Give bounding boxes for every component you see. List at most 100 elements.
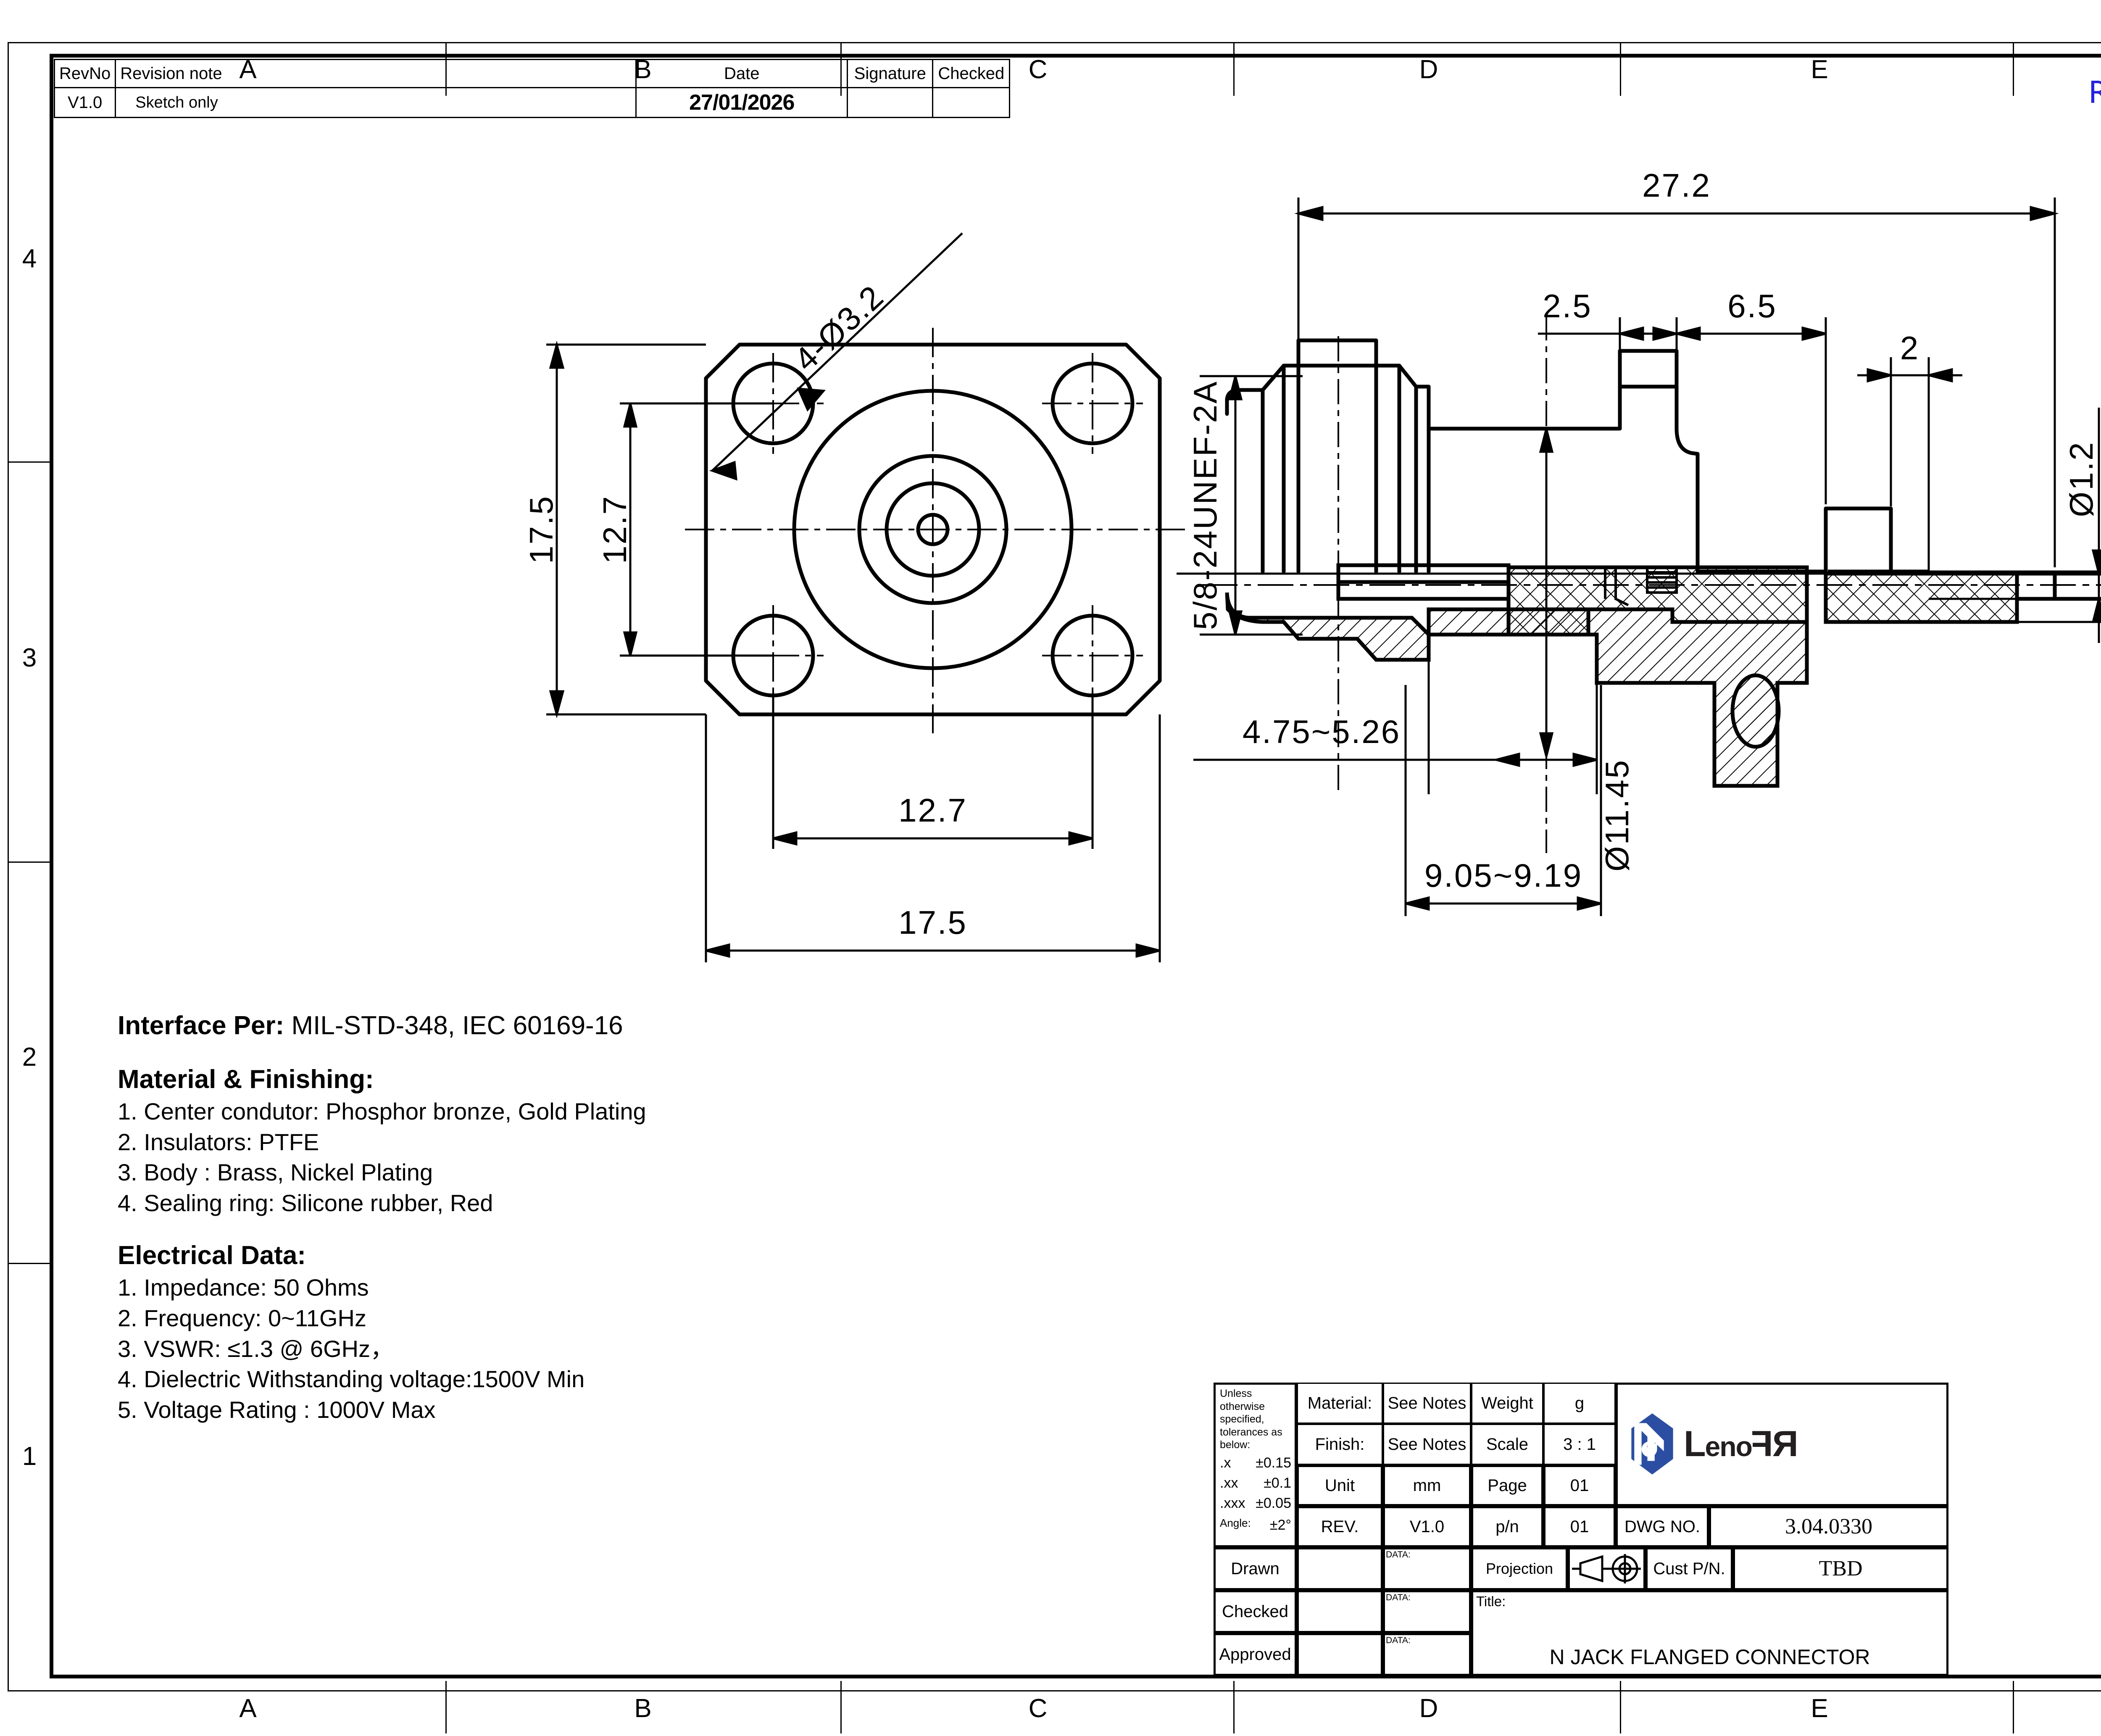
dim-9-05-9-19-text: 9.05~9.19 <box>1424 857 1582 894</box>
tolerance-key-xx: .xx <box>1220 1475 1238 1491</box>
material-item-3: 3. Body : Brass, Nickel Plating <box>118 1159 433 1186</box>
title-value-text: N JACK FLANGED CONNECTOR <box>1549 1645 1870 1669</box>
approved-data-label: DATA: <box>1386 1636 1411 1645</box>
logo-cell <box>1616 1383 1948 1506</box>
sheet-border-inner <box>50 54 2101 1678</box>
electrical-heading: Electrical Data: <box>118 1241 306 1270</box>
weight-value-cell: g <box>1543 1383 1616 1424</box>
material-item-2: 2. Insulators: PTFE <box>118 1128 319 1155</box>
zone-label-top-D: D <box>1419 55 1438 84</box>
page-label-cell: Page <box>1471 1465 1543 1506</box>
tolerance-row-xxx: .xxx ±0.05 <box>1220 1495 1291 1512</box>
tolerance-value-x: ±0.15 <box>1256 1454 1291 1471</box>
revision-table-row: V1.0 Sketch only 27/01/2026 <box>53 87 1011 118</box>
sheet-border-outer <box>8 42 2101 1691</box>
zone-label-top-E: E <box>1811 55 1828 84</box>
zone-label-bottom-D: D <box>1419 1694 1438 1723</box>
zone-label-bottom-C: C <box>1028 1694 1048 1723</box>
zone-label-bottom-B: B <box>634 1694 652 1723</box>
approved-label-cell: Approved <box>1214 1633 1297 1676</box>
zone-divider-top-5 <box>2013 43 2014 96</box>
page-value-cell: 01 <box>1543 1465 1616 1506</box>
zone-divider-bottom-4 <box>1620 1681 1621 1733</box>
revision-header-checked: Checked <box>932 59 1011 88</box>
notes-block: Interface Per: MIL-STD-348, IEC 60169-16… <box>118 1011 646 1425</box>
finish-value-cell: See Notes <box>1383 1424 1471 1465</box>
unit-value-cell: mm <box>1383 1465 1471 1506</box>
dwg-no-label-cell: DWG NO. <box>1616 1506 1709 1547</box>
revision-header-date: Date <box>635 59 848 88</box>
tolerance-note-line2: tolerances as below: <box>1220 1426 1282 1451</box>
zone-divider-left-3 <box>9 1263 51 1264</box>
zone-label-bottom-A: A <box>239 1694 257 1723</box>
checked-label-cell: Checked <box>1214 1590 1297 1633</box>
tolerance-value-xx: ±0.1 <box>1264 1475 1291 1491</box>
dim-flange-width-text: 17.5 <box>898 904 967 941</box>
zone-divider-left-1 <box>9 461 51 463</box>
rev-label-cell: REV. <box>1297 1506 1383 1547</box>
weight-label-cell: Weight <box>1471 1383 1543 1424</box>
electrical-item-1: 1. Impedance: 50 Ohms <box>118 1274 369 1301</box>
zone-divider-top-4 <box>1620 43 1621 96</box>
revision-cell-signature <box>847 87 934 118</box>
lenorf-logo-mark <box>1631 1413 1673 1475</box>
dim-2-5-text: 2.5 <box>1543 287 1592 324</box>
dwg-no-value-cell: 3.04.0330 <box>1709 1506 1948 1547</box>
checked-data-cell <box>1383 1590 1471 1633</box>
zone-divider-bottom-5 <box>2013 1681 2014 1733</box>
interface-per-label: Interface Per: <box>118 1011 284 1040</box>
dim-dia-11-45-text: Ø11.45 <box>1598 759 1635 872</box>
zone-divider-bottom-2 <box>840 1681 842 1733</box>
electrical-item-4: 4. Dielectric Withstanding voltage:1500V… <box>118 1366 585 1393</box>
material-heading: Material & Finishing: <box>118 1064 374 1094</box>
zone-label-left-2: 2 <box>22 1042 37 1072</box>
revision-table: RevNo Revision note Date Signature Check… <box>53 59 1011 118</box>
logo-text-l: L <box>1684 1424 1706 1464</box>
first-angle-projection-icon <box>1572 1554 1641 1583</box>
tolerance-row-x: .x ±0.15 <box>1220 1454 1291 1472</box>
checked-data-label: DATA: <box>1386 1593 1411 1602</box>
title-label: Title: <box>1476 1594 1506 1609</box>
cust-pn-label-cell: Cust P/N. <box>1646 1547 1733 1590</box>
dim-holes-callout-text: 4-Ø3.2 <box>787 278 891 378</box>
dim-thread-text: 5/8-24UNEF-2A <box>1187 380 1224 630</box>
revision-header-note: Revision note <box>115 59 637 88</box>
material-label-cell: Material: <box>1297 1383 1383 1424</box>
projection-label-cell: Projection <box>1471 1547 1568 1590</box>
drawn-label-cell: Drawn <box>1214 1547 1297 1590</box>
tolerance-note-line1: Unless otherwise specified, <box>1220 1388 1265 1425</box>
material-value-cell: See Notes <box>1383 1383 1471 1424</box>
scale-value-cell: 3 : 1 <box>1543 1424 1616 1465</box>
revision-cell-checked <box>932 87 1011 118</box>
zone-label-bottom-E: E <box>1811 1694 1828 1723</box>
pn-value-cell: 01 <box>1543 1506 1616 1547</box>
zone-divider-bottom-3 <box>1233 1681 1235 1733</box>
material-item-1: 1. Center condutor: Phosphor bronze, Gol… <box>118 1098 646 1125</box>
zone-divider-bottom-1 <box>445 1681 447 1733</box>
logo-wordmark: LenoRF <box>1684 1424 1798 1464</box>
finish-label-cell: Finish: <box>1297 1424 1383 1465</box>
checked-name-cell <box>1297 1590 1383 1633</box>
drawn-data-label: DATA: <box>1386 1550 1411 1560</box>
unit-label-cell: Unit <box>1297 1465 1383 1506</box>
zone-label-left-4: 4 <box>22 244 37 273</box>
scale-label-cell: Scale <box>1471 1424 1543 1465</box>
interface-per-line: Interface Per: MIL-STD-348, IEC 60169-16 <box>118 1011 646 1041</box>
revision-cell-date: 27/01/2026 <box>635 87 848 118</box>
zone-label-top-C: C <box>1028 55 1048 84</box>
dim-hole-pitch-v-text: 12.7 <box>596 495 633 564</box>
tolerance-note-box: Unless otherwise specified, tolerances a… <box>1214 1383 1297 1547</box>
zone-label-left-3: 3 <box>22 643 37 672</box>
revision-header-signature: Signature <box>847 59 934 88</box>
dim-hole-pitch-h-text: 12.7 <box>898 792 967 829</box>
tolerance-row-angle: Angle: ±2° <box>1220 1517 1291 1534</box>
approved-name-cell <box>1297 1633 1383 1676</box>
revision-table-header-row: RevNo Revision note Date Signature Check… <box>53 59 1011 88</box>
tolerance-value-xxx: ±0.05 <box>1256 1495 1291 1512</box>
dim-4-75-5-26-text: 4.75~5.26 <box>1243 713 1401 750</box>
drawn-name-cell <box>1297 1547 1383 1590</box>
electrical-item-5: 5. Voltage Rating : 1000V Max <box>118 1396 436 1423</box>
company-logo: LenoRF <box>1627 1394 1938 1494</box>
tolerance-key-x: .x <box>1220 1454 1231 1471</box>
